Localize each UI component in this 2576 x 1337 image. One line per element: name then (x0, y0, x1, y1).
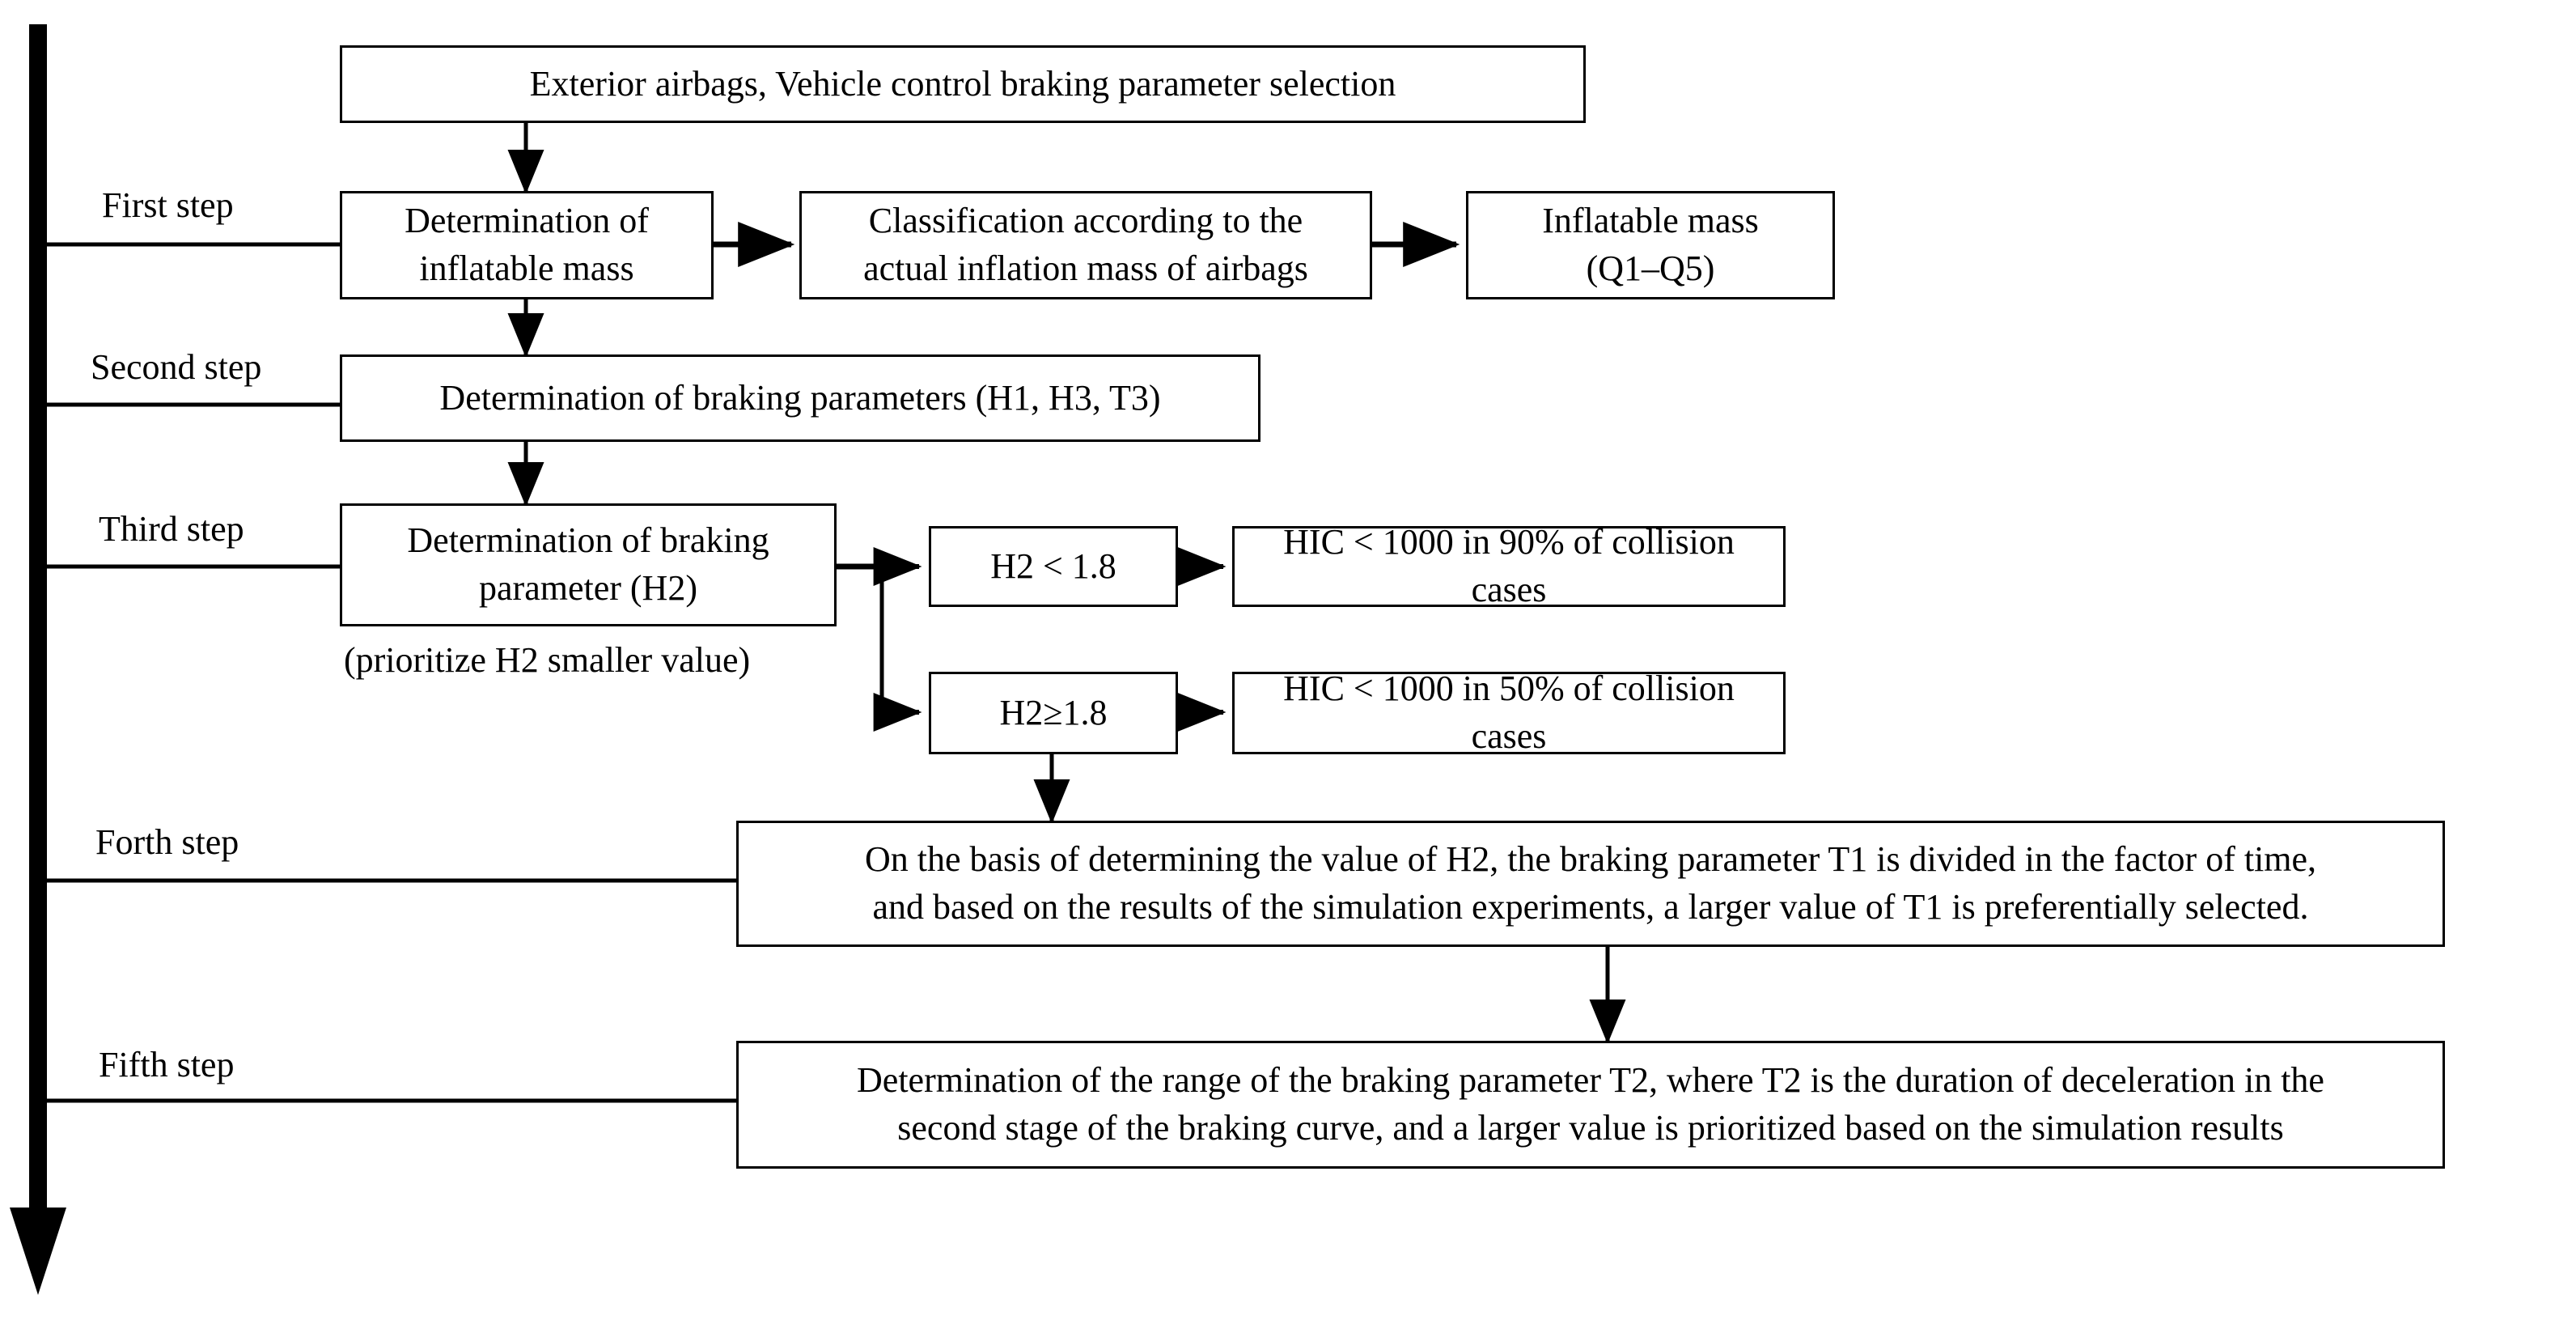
line-2: actual inflation mass of airbags (863, 248, 1308, 288)
line-1: Classification according to the (868, 201, 1303, 241)
node-condition-h2-less-than-1-8[interactable]: H2 < 1.8 (929, 526, 1178, 607)
line-2: parameter (H2) (479, 568, 697, 608)
step-label-third: Third step (99, 509, 244, 549)
node-classification-airbag-mass-text: Classification according to the actual i… (813, 197, 1358, 293)
node-condition-h2-greater-equal-1-8-text: H2≥1.8 (999, 692, 1108, 732)
node-hic-1000-50-percent-text: HIC < 1000 in 50% of collision cases (1283, 668, 1735, 756)
line-2: and based on the results of the simulati… (872, 887, 2309, 927)
node-hic-1000-50-percent[interactable]: HIC < 1000 in 50% of collision cases (1232, 668, 1786, 756)
note-prioritize-h2-smaller-value: (prioritize H2 smaller value) (344, 640, 751, 680)
node-hic-1000-90-percent[interactable]: HIC < 1000 in 90% of collision cases (1232, 522, 1786, 609)
line-1: Determination of braking (407, 520, 769, 561)
node-determination-inflatable-mass-text: Determination of inflatable mass (354, 197, 700, 293)
step-label-second: Second step (91, 347, 262, 387)
node-parameter-selection[interactable]: Exterior airbags, Vehicle control brakin… (340, 45, 1586, 123)
node-inflatable-mass-q1-q5-text: Inflatable mass (Q1–Q5) (1480, 197, 1821, 293)
node-parameter-selection-text: Exterior airbags, Vehicle control brakin… (529, 63, 1396, 104)
node-condition-h2-less-than-1-8-text: H2 < 1.8 (990, 545, 1116, 586)
line-1: Determination of the range of the brakin… (857, 1060, 2324, 1101)
step-label-first: First step (102, 185, 234, 225)
node-condition-h2-greater-equal-1-8[interactable]: H2≥1.8 (929, 672, 1178, 754)
node-braking-parameter-h2-text: Determination of braking parameter (H2) (354, 517, 823, 613)
node-hic-1000-90-percent-text: HIC < 1000 in 90% of collision cases (1283, 522, 1735, 609)
node-classification-airbag-mass[interactable]: Classification according to the actual i… (799, 191, 1372, 299)
node-braking-parameters-h1-h3-t3[interactable]: Determination of braking parameters (H1,… (340, 354, 1260, 442)
node-step5-t2-range[interactable]: Determination of the range of the brakin… (736, 1041, 2445, 1169)
line-2: inflatable mass (419, 248, 634, 288)
timeline-axis-arrow (10, 24, 66, 1295)
line-2: (Q1–Q5) (1586, 248, 1715, 288)
step-label-forth: Forth step (95, 822, 239, 862)
node-inflatable-mass-q1-q5[interactable]: Inflatable mass (Q1–Q5) (1466, 191, 1835, 299)
node-step5-t2-range-text: Determination of the range of the brakin… (750, 1057, 2431, 1152)
node-braking-parameter-h2[interactable]: Determination of braking parameter (H2) (340, 503, 837, 626)
node-step4-t1-selection-text: On the basis of determining the value of… (750, 836, 2431, 932)
node-braking-parameters-h1-h3-t3-text: Determination of braking parameters (H1,… (439, 377, 1161, 418)
line-1: Determination of (405, 201, 649, 241)
line-1: Inflatable mass (1542, 201, 1759, 241)
node-determination-inflatable-mass[interactable]: Determination of inflatable mass (340, 191, 714, 299)
step-label-fifth: Fifth step (99, 1045, 235, 1084)
line-2: second stage of the braking curve, and a… (897, 1108, 2284, 1148)
line-1: On the basis of determining the value of… (864, 839, 2317, 880)
node-step4-t1-selection[interactable]: On the basis of determining the value of… (736, 821, 2445, 947)
